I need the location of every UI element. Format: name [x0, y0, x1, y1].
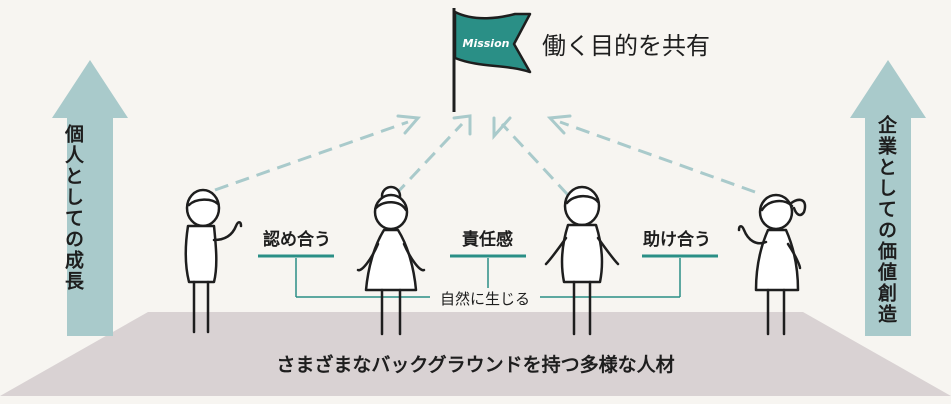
value-mutual-help: 助け合う — [643, 230, 711, 250]
right-value-arrow — [850, 60, 926, 336]
mission-flag: Mission — [452, 8, 532, 112]
person-man-waving-left — [184, 188, 243, 334]
dashed-arrowheads — [396, 114, 572, 140]
left-arrow-label: 個人としての成長 — [62, 124, 84, 292]
value-responsibility: 責任感 — [462, 230, 513, 250]
mission-flag-text: Mission — [463, 37, 510, 50]
value-mutual-recognition: 認め合う — [263, 230, 331, 250]
ground-platform — [0, 312, 951, 396]
person-woman-bun — [356, 185, 426, 336]
person-man-center-right — [544, 185, 620, 336]
dashed-arrows — [214, 120, 756, 197]
left-growth-arrow — [52, 60, 128, 336]
ground-label: さまざまなバックグラウンドを持つ多様な人材 — [276, 354, 675, 376]
person-woman-ponytail — [737, 193, 807, 336]
right-arrow-label: 企業としての価値創造 — [875, 115, 897, 325]
mission-title: 働く目的を共有 — [542, 32, 710, 60]
bracket-label: 自然に生じる — [430, 288, 540, 309]
